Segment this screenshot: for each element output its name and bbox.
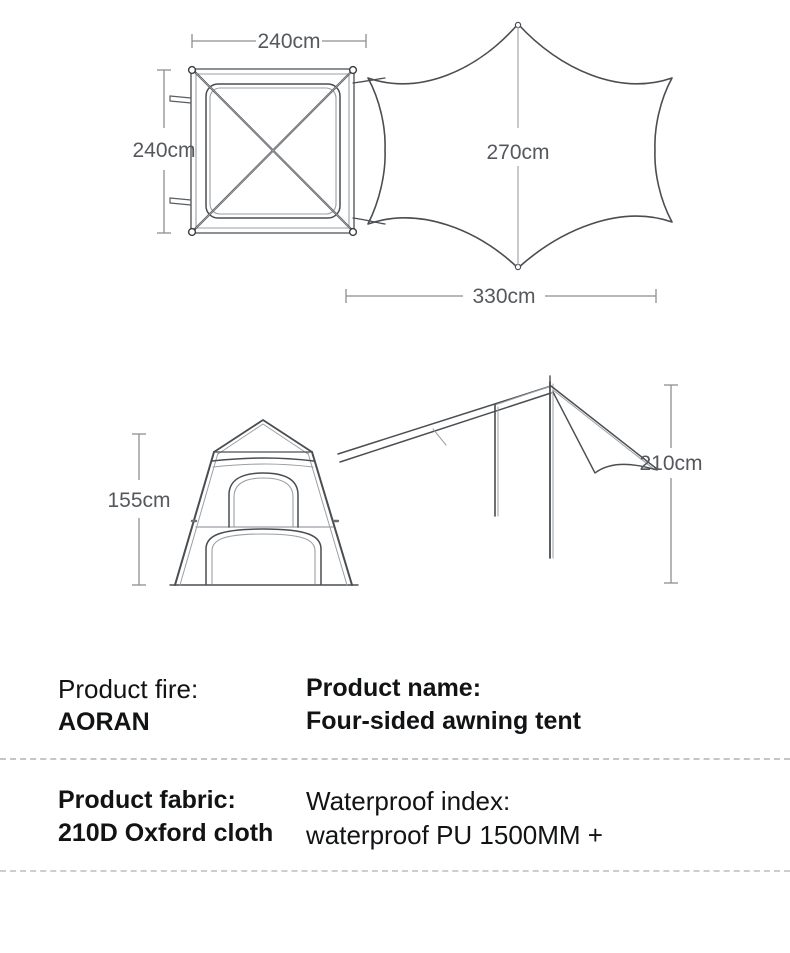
spec-value-product-fabric: 210D Oxford cloth (58, 819, 274, 847)
spec-row-2: Product fabric: 210D Oxford cloth Waterp… (0, 760, 790, 870)
spec-cell-product-name: Product name: Four-sided awning tent (300, 672, 790, 758)
spec-row-1: Product fire: AORAN Product name: Four-s… (0, 650, 790, 758)
dimension-label-240-depth: 240cm (132, 139, 195, 162)
spec-label-product-name: Product name: (306, 674, 482, 702)
dimension-label-330: 330cm (472, 285, 535, 308)
spec-cell-product-fire: Product fire: AORAN (0, 672, 300, 758)
side-elevation-diagram: 155cm 210cm (0, 340, 790, 650)
dimension-tent-155 (132, 433, 146, 586)
dimension-label-240-width: 240cm (257, 30, 320, 53)
spec-cell-product-fabric: Product fabric: 210D Oxford cloth (0, 784, 300, 870)
spec-divider-2 (0, 870, 790, 872)
dimension-label-210: 210cm (639, 452, 702, 475)
spec-divider-1 (0, 758, 790, 760)
spec-value-waterproof-index: waterproof PU 1500MM + (306, 820, 603, 851)
dimension-label-270: 270cm (486, 141, 549, 164)
dimension-depth-240 (157, 69, 171, 234)
spec-label-product-fabric: Product fabric: (58, 786, 236, 814)
spec-label-waterproof-index: Waterproof index: (306, 786, 511, 816)
dimension-label-155: 155cm (107, 489, 170, 512)
spec-value-product-name: Four-sided awning tent (306, 707, 581, 735)
spec-value-product-fire: AORAN (58, 708, 150, 737)
product-spec-table: Product fire: AORAN Product name: Four-s… (0, 650, 790, 953)
spec-label-product-fire: Product fire: (58, 674, 199, 704)
dimension-awning-210 (664, 384, 678, 584)
spec-cell-waterproof-index: Waterproof index: waterproof PU 1500MM + (300, 784, 790, 870)
dimension-width-240 (191, 34, 367, 48)
top-view-plan-diagram: 240cm 240cm 270cm 330cm (0, 0, 790, 340)
dimension-tarp-330 (345, 289, 657, 303)
